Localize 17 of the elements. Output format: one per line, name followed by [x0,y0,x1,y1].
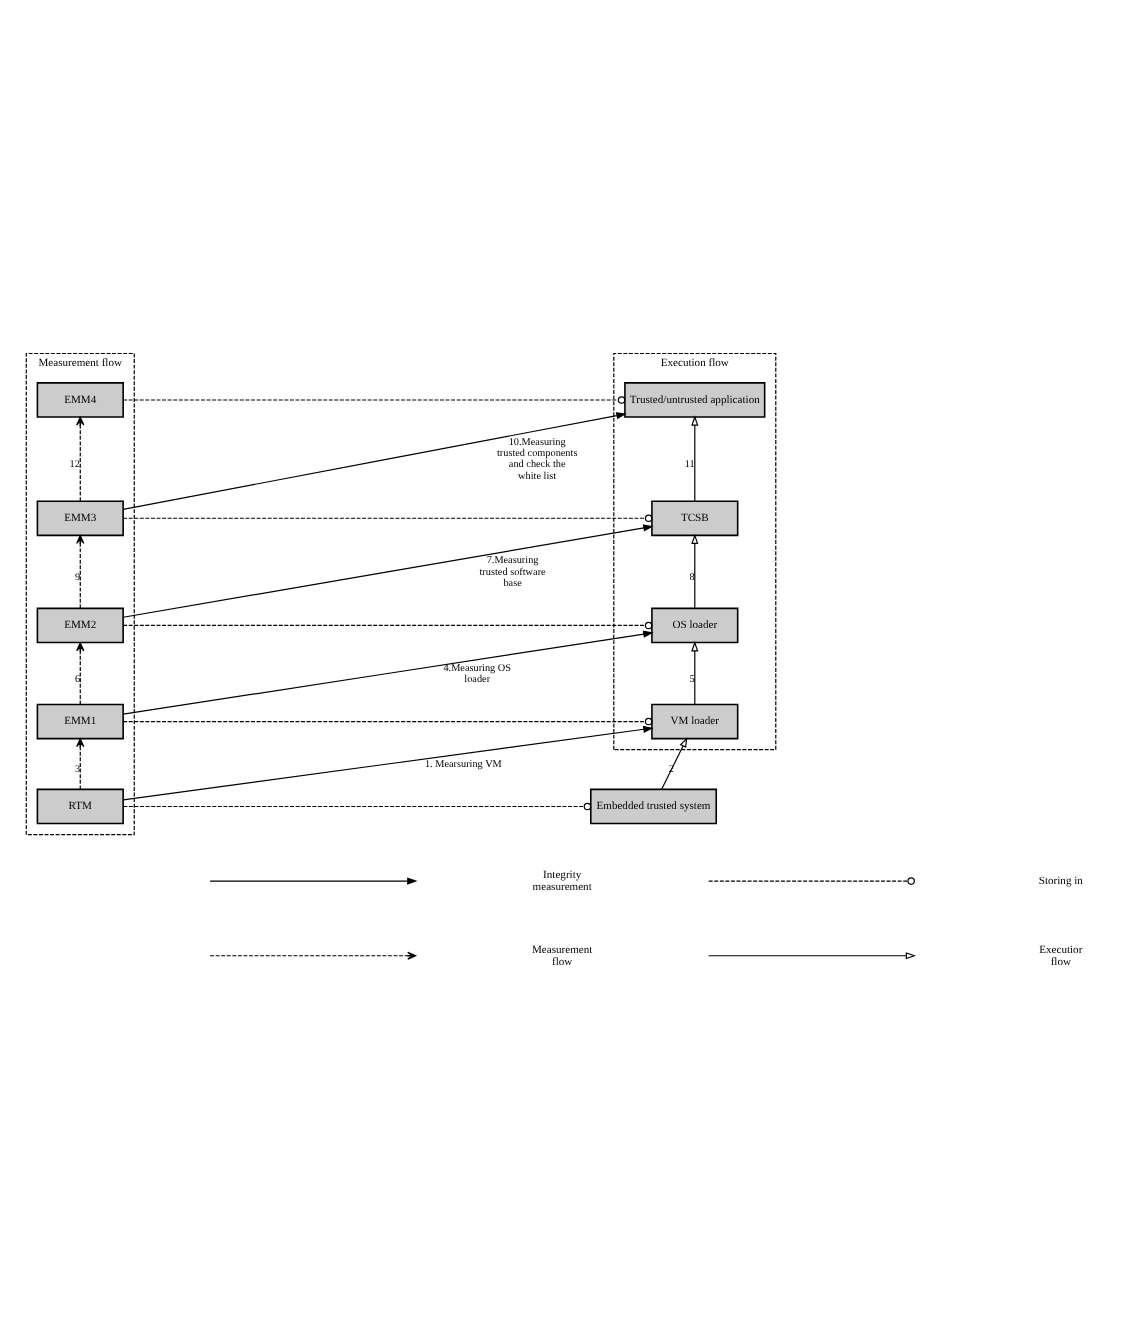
arrow [691,641,699,705]
arrow [691,533,699,609]
arrow [76,642,85,705]
arrow [122,412,627,510]
arrow [122,725,654,801]
connector [122,802,592,811]
arrow [76,738,85,790]
connector [122,514,653,523]
connector [122,621,653,630]
arrow [122,524,654,618]
connector [122,396,626,404]
arrow [122,630,654,715]
arrow [76,416,85,502]
arrow [691,415,699,502]
connector [122,717,653,726]
arrow [76,534,85,609]
arrow [661,737,688,790]
